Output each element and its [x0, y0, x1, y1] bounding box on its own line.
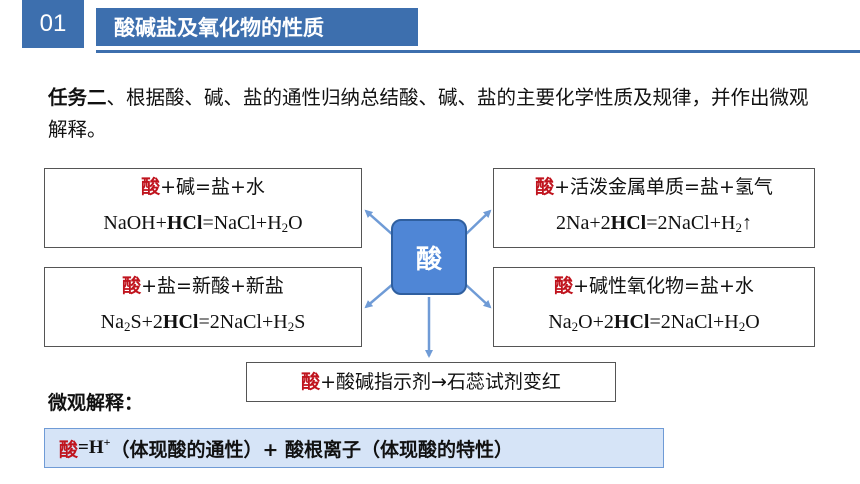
- acid-base-rule: 酸+碱=盐+水: [45, 169, 361, 205]
- hydrogen-ion: =H+: [78, 435, 111, 458]
- task-label: 任务二: [48, 86, 107, 109]
- acid-keyword: 酸: [122, 275, 142, 297]
- acid-oxide-rule: 酸+碱性氧化物=盐+水: [494, 268, 814, 304]
- acid-oxide-reaction-box: 酸+碱性氧化物=盐+水 Na2O+2HCl=2NaCl+H2O: [493, 267, 815, 347]
- arrow-to-top-right: [464, 209, 492, 236]
- micro-explanation-box: 酸=H+（体现酸的通性）+ 酸根离子（体现酸的特性）: [44, 428, 664, 468]
- rule-text: +盐=新酸+新盐: [141, 275, 284, 297]
- acid-salt-reaction-box: 酸+盐=新酸+新盐 Na2S+2HCl=2NaCl+H2S: [44, 267, 362, 347]
- acid-base-reaction-box: 酸+碱=盐+水 NaOH+HCl=NaCl+H2O: [44, 168, 362, 248]
- acid-keyword: 酸: [301, 371, 321, 393]
- section-title: 酸碱盐及氧化物的性质: [96, 8, 418, 46]
- acid-keyword: 酸: [535, 176, 555, 198]
- acid-keyword: 酸: [59, 438, 79, 461]
- task-text: 、根据酸、碱、盐的通性归纳总结酸、碱、盐的主要化学性质及规律，并作出微观解释。: [48, 86, 809, 141]
- acid-indicator-box: 酸+酸碱指示剂→石蕊试剂变红: [246, 362, 616, 402]
- arrow-to-top-left: [364, 209, 394, 236]
- arrow-to-mid-left: [364, 283, 394, 309]
- arrow-to-mid-right: [464, 283, 492, 309]
- acid-salt-rule: 酸+盐=新酸+新盐: [45, 268, 361, 304]
- rule-text: +活泼金属单质=盐+氢气: [554, 176, 773, 198]
- acid-salt-equation: Na2S+2HCl=2NaCl+H2S: [100, 311, 306, 334]
- acid-metal-rule: 酸+活泼金属单质=盐+氢气: [494, 169, 814, 205]
- acid-metal-equation: 2Na+2HCl=2NaCl+H2↑: [556, 212, 752, 235]
- rule-text: +碱性氧化物=盐+水: [573, 275, 754, 297]
- acid-metal-reaction-box: 酸+活泼金属单质=盐+氢气 2Na+2HCl=2NaCl+H2↑: [493, 168, 815, 248]
- micro-explanation-title: 微观解释：: [48, 392, 144, 414]
- acid-indicator-rule: 酸+酸碱指示剂→石蕊试剂变红: [247, 363, 615, 401]
- rule-text: +酸碱指示剂→石蕊试剂变红: [320, 371, 561, 393]
- acid-base-equation: NaOH+HCl=NaCl+H2O: [103, 212, 303, 235]
- rule-text: +碱=盐+水: [160, 176, 265, 198]
- task-paragraph: 任务二、根据酸、碱、盐的通性归纳总结酸、碱、盐的主要化学性质及规律，并作出微观解…: [48, 82, 828, 146]
- title-underline: [96, 50, 860, 53]
- acid-keyword: 酸: [141, 176, 161, 198]
- acid-center-node: 酸: [391, 219, 467, 295]
- micro-explanation-text: （体现酸的通性）+ 酸根离子（体现酸的特性）: [110, 438, 514, 461]
- section-number-badge: 01: [22, 0, 84, 48]
- acid-keyword: 酸: [554, 275, 574, 297]
- acid-oxide-equation: Na2O+2HCl=2NaCl+H2O: [548, 311, 760, 334]
